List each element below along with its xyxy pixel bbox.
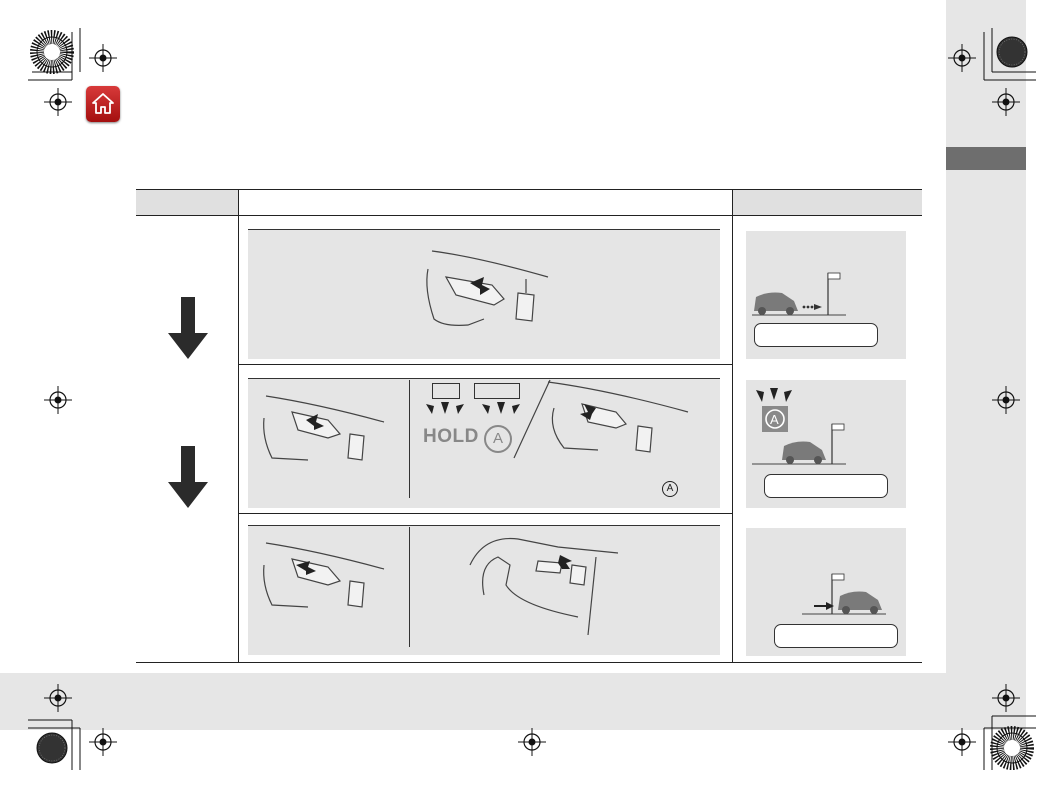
bottom-margin-band xyxy=(0,673,1026,730)
indicator-label-box xyxy=(432,383,460,399)
indicator-label-box xyxy=(474,383,520,399)
home-button[interactable] xyxy=(86,86,120,122)
hold-indicator-illustration: HOLD A A xyxy=(248,378,720,508)
chapter-tab[interactable] xyxy=(946,147,1026,170)
hold-indicator-label: HOLD xyxy=(423,426,479,447)
home-icon xyxy=(92,93,114,114)
flash-rays-icon xyxy=(426,402,464,414)
side-margin-band xyxy=(946,0,1026,730)
callout-box xyxy=(754,323,878,347)
flash-rays-icon xyxy=(482,402,520,414)
brake-pedal-illustration-1 xyxy=(248,229,720,359)
pedal-press-icon xyxy=(426,250,549,326)
auto-brake-hold-icon: A xyxy=(484,425,512,453)
car-icon xyxy=(802,573,886,615)
down-arrow-icon xyxy=(168,446,208,508)
callout-box xyxy=(764,474,888,498)
car-icon: A xyxy=(752,388,846,465)
procedure-table: HOLD A A xyxy=(136,189,922,663)
car-approach-scene xyxy=(746,231,906,359)
car-depart-scene xyxy=(746,528,906,656)
down-arrow-icon xyxy=(168,297,208,359)
table-header xyxy=(136,189,922,215)
callout-box xyxy=(774,624,898,648)
car-icon xyxy=(752,272,846,316)
accelerator-illustration xyxy=(248,525,720,655)
auto-brake-hold-small-icon: A xyxy=(662,481,678,497)
car-stopped-scene: A xyxy=(746,380,906,508)
pedal-release-icon xyxy=(263,537,619,636)
pedal-press-icon xyxy=(263,379,689,461)
svg-text:A: A xyxy=(770,412,779,427)
